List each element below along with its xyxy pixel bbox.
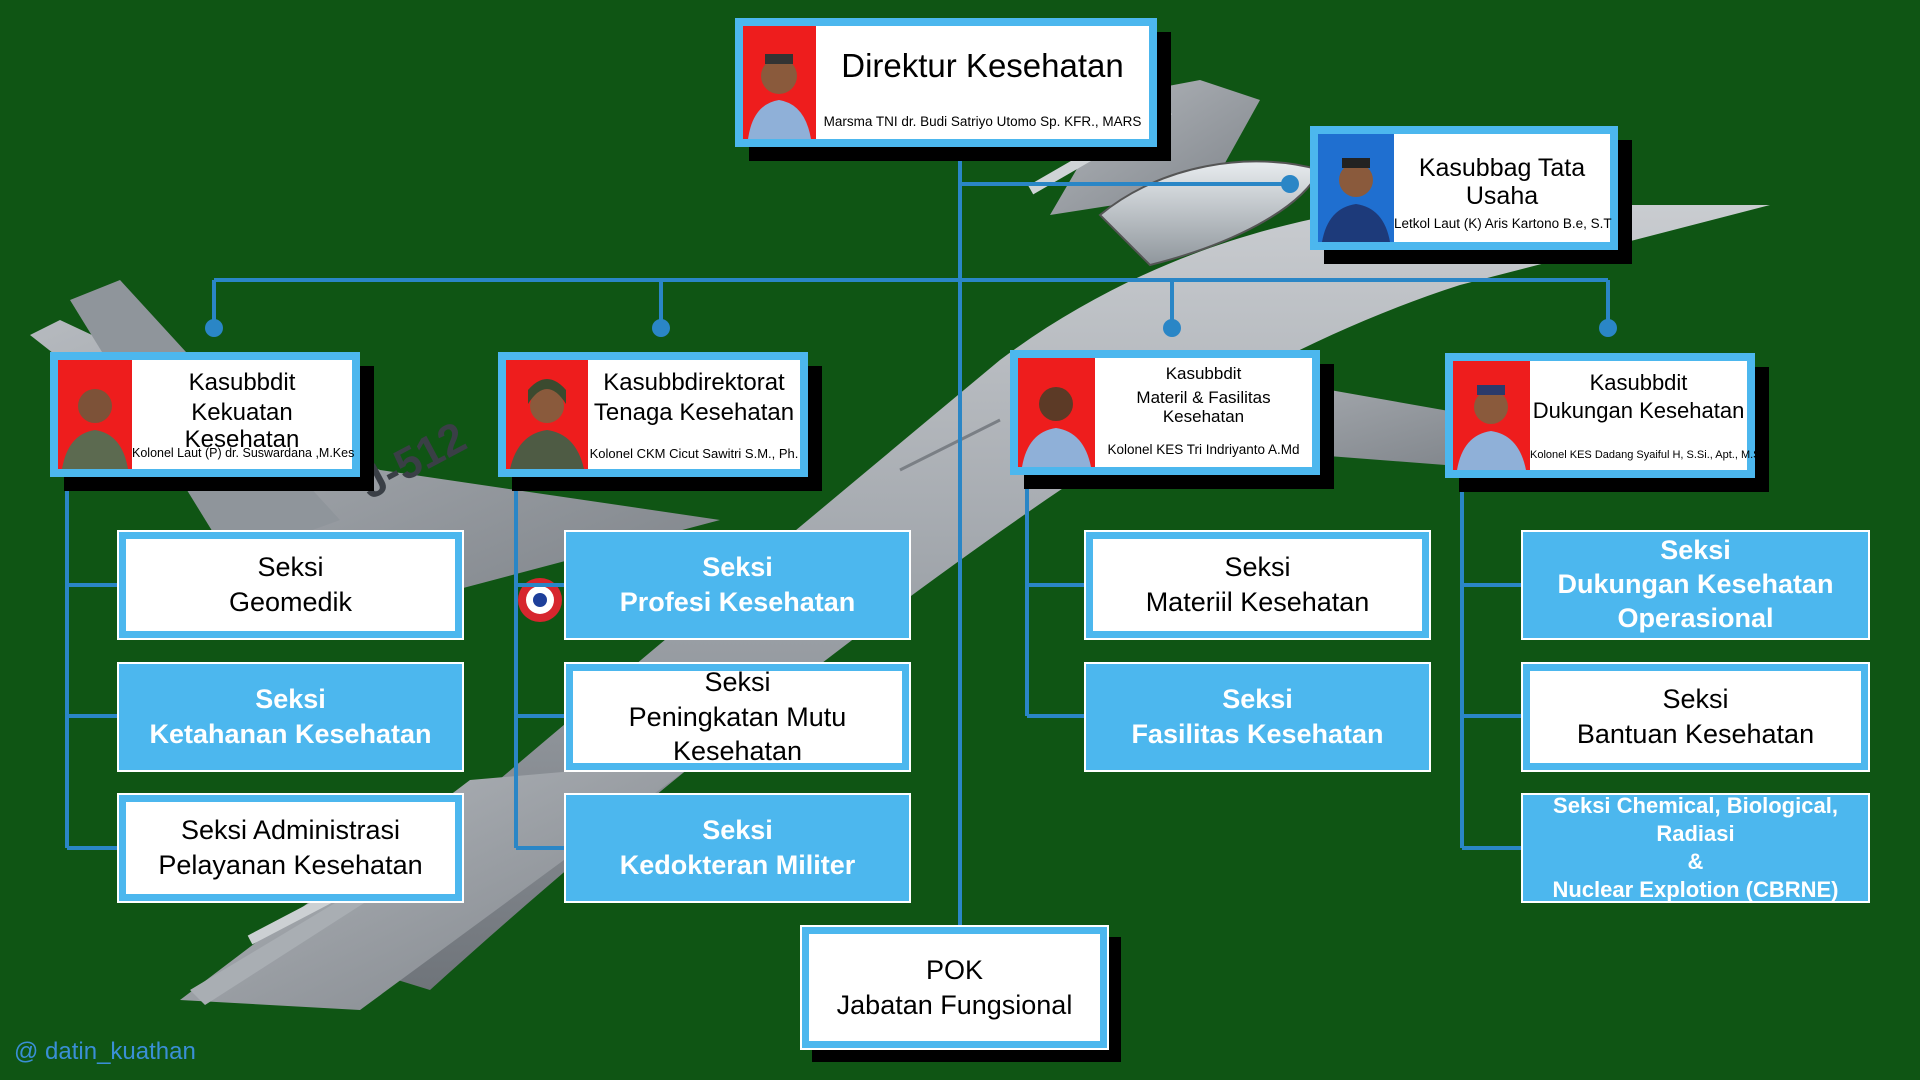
section-line: Seksi	[702, 814, 773, 845]
section-line: Seksi	[704, 667, 771, 698]
subdirectorate-title-line2: Kekuatan Kesehatan	[184, 399, 300, 453]
section-line: Seksi	[1660, 535, 1731, 566]
subdirectorate-title-line1: Kasubbdirektorat	[603, 369, 785, 396]
subdirectorate-card: Kasubbdit Dukungan Kesehatan Kolonel KES…	[1445, 353, 1767, 478]
section-line: Nuclear Explotion (CBRNE)	[1552, 877, 1839, 903]
subdirectorate-name: Kolonel CKM Cicut Sawitri S.M., Ph.	[589, 446, 799, 461]
section-box: Seksi Kedokteran Militer	[564, 793, 911, 903]
pok-box: POK Jabatan Fungsional	[800, 925, 1109, 1050]
section-line: Profesi Kesehatan	[619, 587, 856, 617]
section-line: Seksi	[257, 552, 324, 583]
section-box: Seksi Dukungan Kesehatan Operasional	[1521, 530, 1870, 640]
subdirectorate-title-line2: Materil & Fasilitas Kesehatan	[1136, 388, 1271, 427]
section-box: Seksi Bantuan Kesehatan	[1521, 662, 1870, 772]
section-box: Seksi Fasilitas Kesehatan	[1084, 662, 1431, 772]
subdirectorate-name: Kolonel KES Dadang Syaiful H, S.Si., Apt…	[1530, 449, 1767, 461]
subdirectorate-photo	[1453, 361, 1530, 470]
subdirectorate-title-line1: Kasubbdit	[1589, 370, 1688, 395]
subdirectorate-photo	[1018, 358, 1095, 467]
kasubbag-card: Kasubbag Tata Usaha Letkol Laut (K) Aris…	[1310, 126, 1618, 250]
section-line: Bantuan Kesehatan	[1576, 719, 1815, 749]
section-line: Seksi	[1662, 684, 1729, 715]
section-line: Dukungan Kesehatan	[1557, 569, 1834, 600]
director-card: Direktur Kesehatan Marsma TNI dr. Budi S…	[735, 18, 1157, 147]
section-line: Seksi	[702, 551, 773, 582]
subdirectorate-name: Kolonel Laut (P) dr. Suswardana ,M.Kes	[132, 446, 355, 460]
section-line: Kedokteran Militer	[619, 850, 856, 880]
kasubbag-name: Letkol Laut (K) Aris Kartono B.e, S.T	[1394, 216, 1612, 231]
section-line: Seksi	[255, 683, 326, 714]
section-line: Seksi Administrasi	[180, 815, 401, 846]
section-line: Materiil Kesehatan	[1145, 587, 1370, 617]
section-line: Operasional	[1617, 602, 1774, 633]
subdirectorate-card: Kasubbdirektorat Tenaga Kesehatan Kolone…	[498, 352, 808, 477]
subdirectorate-title-line2: Tenaga Kesehatan	[593, 399, 795, 426]
subdirectorate-name: Kolonel KES Tri Indriyanto A.Md	[1107, 442, 1300, 457]
kasubbag-title: Kasubbag Tata Usaha	[1418, 154, 1586, 210]
subdirectorate-title-line1: Kasubbdit	[188, 369, 296, 396]
section-line: Pelayanan Kesehatan	[158, 850, 423, 880]
kasubbag-photo	[1318, 134, 1394, 242]
section-line: &	[1687, 849, 1704, 874]
section-box: Seksi Profesi Kesehatan	[564, 530, 911, 640]
director-title: Direktur Kesehatan	[841, 47, 1124, 84]
section-box: Seksi Peningkatan Mutu Kesehatan	[564, 662, 911, 772]
director-photo	[743, 26, 816, 139]
section-line: Fasilitas Kesehatan	[1131, 719, 1384, 749]
section-box: Seksi Chemical, Biological, Radiasi & Nu…	[1521, 793, 1870, 903]
section-box: Seksi Administrasi Pelayanan Kesehatan	[117, 793, 464, 903]
subdirectorate-card: Kasubbdit Materil & Fasilitas Kesehatan …	[1010, 350, 1320, 475]
section-line: Seksi Chemical, Biological, Radiasi	[1553, 792, 1838, 846]
section-box: Seksi Materiil Kesehatan	[1084, 530, 1431, 640]
subdirectorate-title-line2: Dukungan Kesehatan	[1532, 398, 1745, 423]
section-line: Seksi	[1222, 683, 1293, 714]
subdirectorate-photo	[58, 360, 132, 469]
pok-line: POK	[925, 954, 984, 985]
subdirectorate-photo	[506, 360, 588, 469]
subdirectorate-title-line1: Kasubbdit	[1165, 364, 1242, 383]
section-line: Peningkatan Mutu Kesehatan	[628, 701, 847, 767]
section-line: Geomedik	[228, 587, 353, 617]
director-name: Marsma TNI dr. Budi Satriyo Utomo Sp. KF…	[823, 114, 1142, 129]
pok-line: Jabatan Fungsional	[836, 989, 1073, 1020]
section-box: Seksi Ketahanan Kesehatan	[117, 662, 464, 772]
watermark: @ datin_kuathan	[14, 1038, 196, 1065]
subdirectorate-card: Kasubbdit Kekuatan Kesehatan Kolonel Lau…	[50, 352, 360, 477]
section-line: Ketahanan Kesehatan	[149, 719, 432, 749]
section-box: Seksi Geomedik	[117, 530, 464, 640]
section-line: Seksi	[1224, 552, 1291, 583]
